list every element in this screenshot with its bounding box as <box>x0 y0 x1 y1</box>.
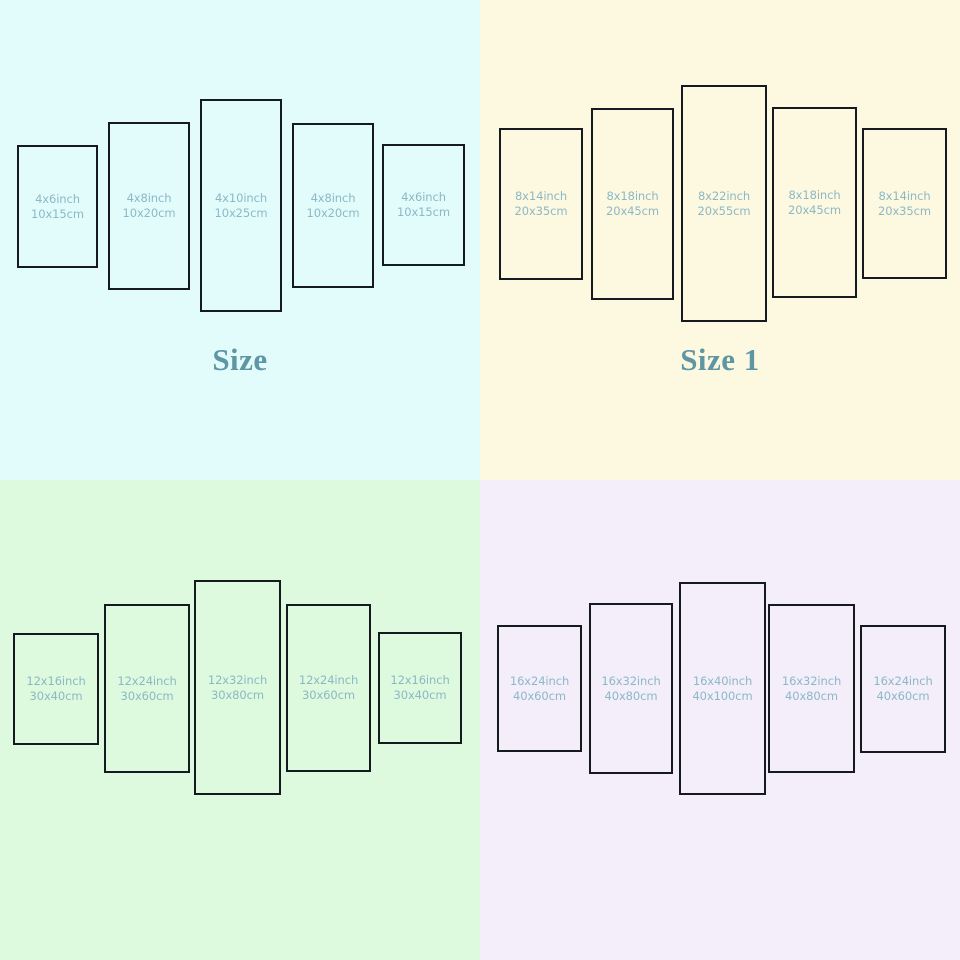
panel-size-cm: 40x60cm <box>513 688 566 703</box>
panel-size-cm: 10x20cm <box>122 206 176 220</box>
panel-size-inch: 12x32inch <box>207 672 268 687</box>
panel-size-inch: 4x6inch <box>35 191 80 206</box>
panel-size-cm: 30x60cm <box>120 688 174 703</box>
panel-size-cm: 30x80cm <box>211 687 264 702</box>
panel-size-inch: 16x24inch <box>509 673 570 688</box>
panel-size-inch: 4x8inch <box>126 191 172 206</box>
panel-size-cm: 30x60cm <box>302 688 355 702</box>
panel-size-cm: 20x55cm <box>697 203 751 218</box>
panel-size-inch: 4x8inch <box>310 190 356 205</box>
quadrant-title-size-1: Size 1 <box>680 342 760 377</box>
panel-size-inch: 12x16inch <box>390 673 450 688</box>
panel-size-cm: 30x40cm <box>393 688 447 702</box>
panel-size-inch: 16x32inch <box>781 673 842 688</box>
panel-size-inch: 16x24inch <box>873 674 933 689</box>
panel-size-inch: 12x24inch <box>117 673 177 688</box>
panel-size-inch: 12x16inch <box>26 674 86 689</box>
panel-size-cm: 20x45cm <box>606 204 659 218</box>
panel-size-cm: 40x60cm <box>876 689 930 703</box>
panel-size-inch: 8x22inch <box>697 188 751 203</box>
panel-size-cm: 40x80cm <box>785 688 838 703</box>
panel-size-cm: 10x15cm <box>397 205 450 219</box>
panel-size-cm: 20x45cm <box>788 202 841 217</box>
panel-size-cm: 10x15cm <box>31 206 84 221</box>
panel-size-inch: 4x10inch <box>214 190 268 205</box>
quadrant-title-size: Size <box>212 342 268 377</box>
panel-size-inch: 4x6inch <box>401 190 446 205</box>
panel-size-cm: 40x100cm <box>692 688 753 703</box>
panel-size-inch: 16x32inch <box>601 673 661 688</box>
panel-size-cm: 30x40cm <box>29 689 83 703</box>
panel-size-inch: 8x14inch <box>514 189 568 204</box>
panel-size-cm: 20x35cm <box>878 203 931 218</box>
panel-size-inch: 8x14inch <box>878 188 931 203</box>
panel-size-inch: 8x18inch <box>788 187 841 202</box>
panel-size-cm: 20x35cm <box>514 204 568 218</box>
panel-size-cm: 10x20cm <box>306 205 360 220</box>
panel-size-inch: 8x18inch <box>606 189 659 204</box>
panel-size-inch: 16x40inch <box>692 673 753 688</box>
panel-size-inch: 12x24inch <box>298 673 359 688</box>
panel-size-cm: 10x25cm <box>214 205 268 220</box>
panel-size-cm: 40x80cm <box>604 688 658 703</box>
